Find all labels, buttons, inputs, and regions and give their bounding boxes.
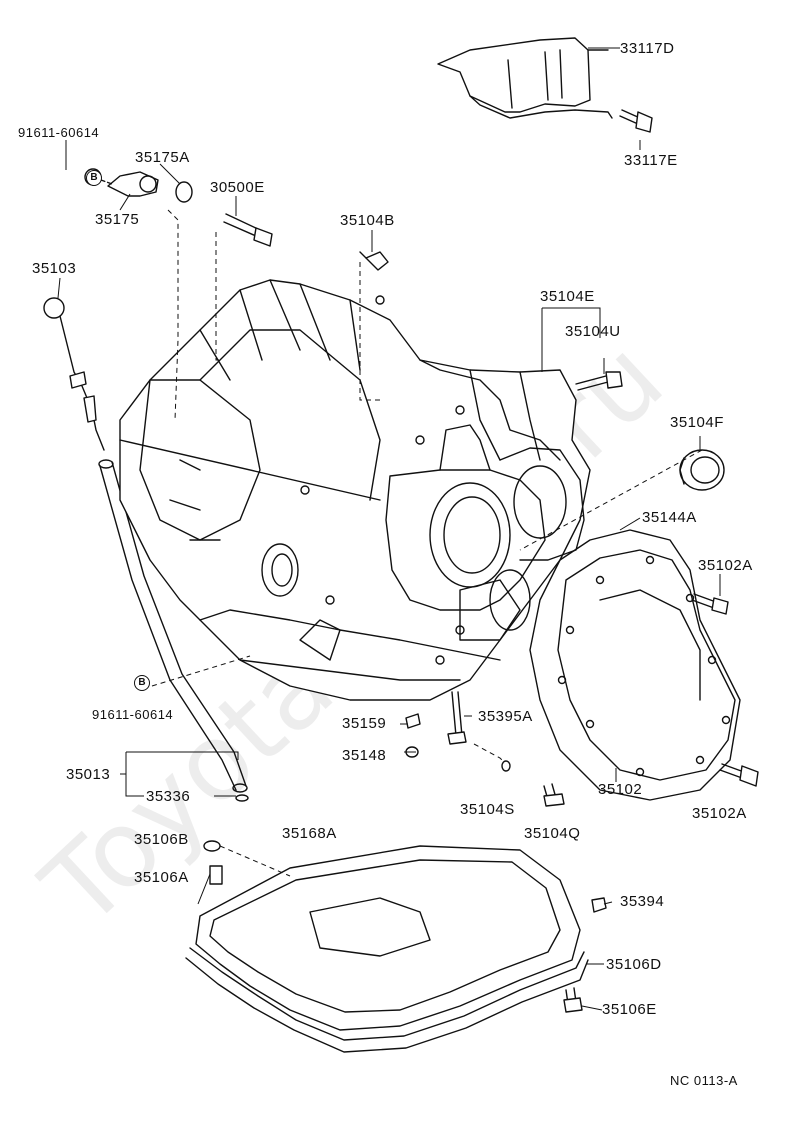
heat-shield-part <box>437 37 613 119</box>
part-label-35104s: 35104S <box>460 801 515 818</box>
part-label-35104u: 35104U <box>565 323 621 340</box>
part-label-91611-bottom: 91611-60614 <box>92 707 174 722</box>
transaxle-case-part <box>119 279 591 701</box>
part-label-33117e: 33117E <box>624 152 678 169</box>
o-ring-35104s-part <box>501 760 511 772</box>
part-label-35106d: 35106D <box>606 956 662 973</box>
part-label-35395a: 35395A <box>478 708 533 725</box>
oil-pan-part <box>185 845 589 1053</box>
part-label-35168a: 35168A <box>282 825 337 842</box>
plug-35159-part <box>405 713 421 729</box>
bolt-35106e-part <box>563 987 583 1013</box>
oil-seal-part <box>679 449 725 491</box>
part-label-35102: 35102 <box>598 781 643 798</box>
bolt-35102a-bottom-part <box>719 763 759 787</box>
part-label-91611-top: 91611-60614 <box>18 125 100 140</box>
speed-sensor-part <box>84 168 193 203</box>
part-label-35104f: 35104F <box>670 414 724 431</box>
part-label-35106a: 35106A <box>134 869 189 886</box>
bolt-35395a-part <box>447 691 467 745</box>
bolt-35104q-part <box>543 783 565 807</box>
bolt-35102a-top-part <box>691 593 729 615</box>
bolt-35104u-part <box>575 371 623 391</box>
diagram-code: NC 0113-A <box>670 1073 738 1088</box>
bolt-33117e-part <box>619 109 653 133</box>
gasket-part <box>529 529 741 801</box>
part-label-35159: 35159 <box>342 715 387 732</box>
part-label-33117d: 33117D <box>620 40 675 57</box>
part-label-35103: 35103 <box>32 260 77 277</box>
fitting-35104b-part <box>359 251 389 271</box>
part-label-35106e: 35106E <box>602 1001 657 1018</box>
part-label-30500e: 30500E <box>210 179 265 196</box>
dashed-guides <box>151 209 703 877</box>
part-label-35148: 35148 <box>342 747 387 764</box>
part-label-35394: 35394 <box>620 893 665 910</box>
leader-lines <box>57 47 721 1011</box>
drain-plug-part <box>203 840 223 885</box>
part-label-35102a-bottom: 35102A <box>692 805 747 822</box>
part-label-35102a-top: 35102A <box>698 557 753 574</box>
bolt-30500e-part <box>223 213 273 247</box>
part-label-35104b: 35104B <box>340 212 395 229</box>
part-label-35175a: 35175A <box>135 149 190 166</box>
ref-marker-b-top: B <box>86 170 102 186</box>
part-label-35175: 35175 <box>95 211 140 228</box>
part-label-35106b: 35106B <box>134 831 189 848</box>
magnet-35394-part <box>591 897 607 913</box>
ref-marker-b-bottom: B <box>134 675 150 691</box>
dipstick-part <box>43 297 105 451</box>
side-cover-part <box>557 549 736 781</box>
part-label-35104e: 35104E <box>540 288 595 305</box>
part-label-35144a: 35144A <box>642 509 697 526</box>
part-label-35013: 35013 <box>66 766 111 783</box>
part-label-35104q: 35104Q <box>524 825 581 842</box>
part-label-35336: 35336 <box>146 788 191 805</box>
